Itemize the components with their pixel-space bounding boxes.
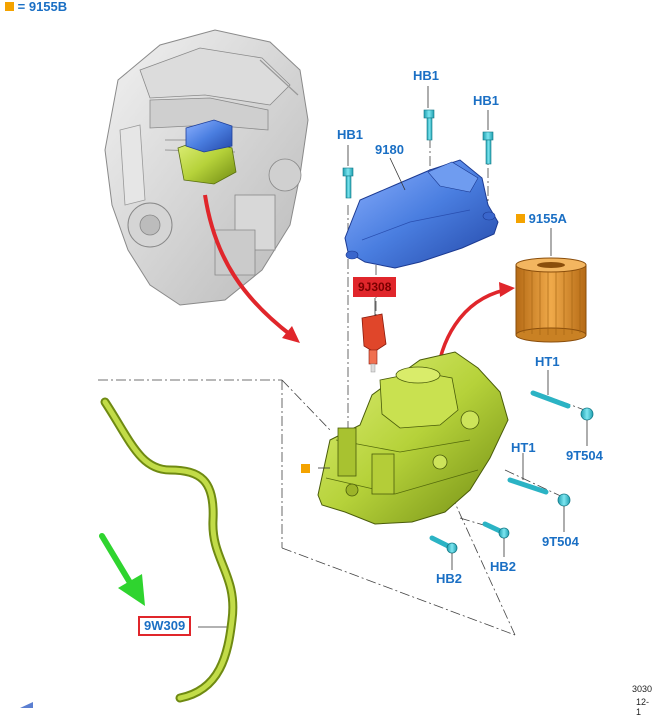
bolt-hb1-left <box>342 167 354 199</box>
filter-element-part <box>515 257 587 343</box>
location-arrow <box>203 194 294 338</box>
label-hose: 9W309 <box>138 616 192 636</box>
bolt-hb1-right <box>482 131 494 165</box>
location-arrow-head <box>282 326 300 343</box>
figure-code-line2: 12-1 <box>636 697 650 717</box>
label-pointer-lines <box>198 86 588 628</box>
stud-ht1-top <box>530 390 571 409</box>
figure-code-line1: 3030 <box>632 684 653 694</box>
label-hb1-left: HB1 <box>337 127 364 142</box>
key-part-number: 9155B <box>28 0 68 14</box>
corner-marker <box>20 702 33 708</box>
green-pointer-arrow <box>99 533 145 606</box>
key-equals: = <box>17 0 26 14</box>
engine-assembly <box>104 29 309 306</box>
label-nut-top: 9T504 <box>566 448 603 463</box>
label-cover: 9180 <box>375 142 404 157</box>
key-square-icon <box>301 464 310 473</box>
bolt-hb1-middle <box>423 109 435 141</box>
key-legend: = 9155B <box>5 0 67 14</box>
nut-9t504-top <box>580 407 594 421</box>
nut-9t504-bottom <box>557 493 571 507</box>
stud-ht1-bottom <box>507 477 549 495</box>
housing-key-marker <box>301 462 310 476</box>
label-filter-element-text: 9155A <box>528 211 567 226</box>
label-hb1-right: HB1 <box>473 93 500 108</box>
sensor-part <box>361 313 387 373</box>
label-nut-bottom: 9T504 <box>542 534 579 549</box>
label-hb2-right: HB2 <box>490 559 517 574</box>
label-hb1-middle: HB1 <box>413 68 440 83</box>
bolt-hb2-left <box>429 535 458 554</box>
label-filter-element: 9155A <box>516 212 567 226</box>
bolt-hb2-right <box>482 521 510 539</box>
key-square-icon <box>5 2 14 11</box>
filter-housing-part <box>317 351 509 525</box>
fuel-hose-part <box>100 397 238 703</box>
label-ht1-bottom: HT1 <box>511 440 536 455</box>
label-ht1-top: HT1 <box>535 354 560 369</box>
filter-arrow-head <box>499 282 515 297</box>
key-square-icon <box>516 214 525 223</box>
label-sensor: 9J308 <box>353 277 397 297</box>
filter-cover-part <box>344 159 499 269</box>
label-hb2-left: HB2 <box>436 571 463 586</box>
